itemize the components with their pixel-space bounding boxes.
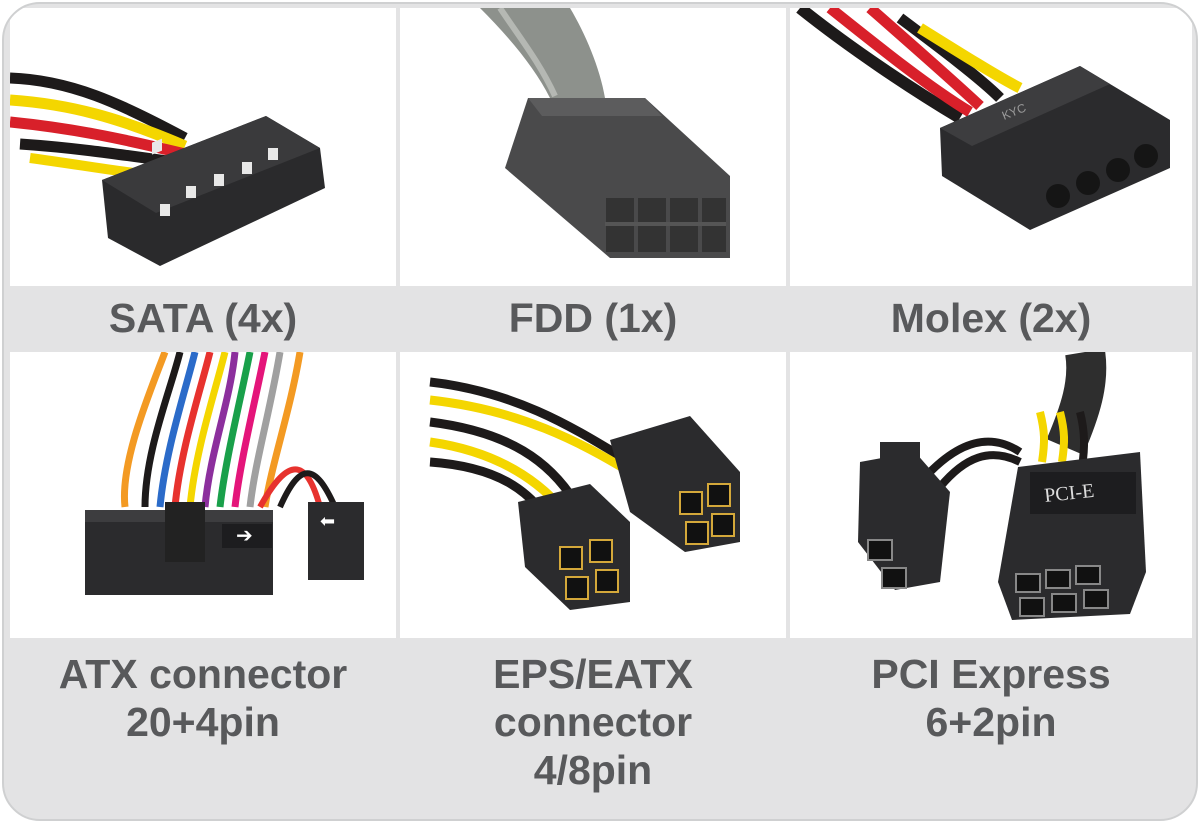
eps-connector-image	[429, 377, 740, 610]
fdd-connector-image	[480, 8, 730, 258]
fdd-photo	[400, 8, 786, 286]
pcie-connector-text: PCI-E	[1043, 480, 1095, 507]
atx-label: ATX connector 20+4pin	[58, 651, 348, 745]
sata-photo	[10, 8, 396, 286]
pcie-connector-image: PCI-E	[858, 352, 1146, 620]
eps-label: EPS/EATX connector 4/8pin	[493, 651, 693, 793]
molex-connector-image: KYC	[796, 8, 1170, 230]
svg-text:⬅: ⬅	[320, 511, 335, 532]
eps-photo	[400, 352, 786, 638]
sata-connector-image	[10, 72, 325, 266]
fdd-label: FDD (1x)	[508, 295, 678, 341]
svg-text:➔: ➔	[236, 523, 253, 547]
molex-photo: KYC	[790, 8, 1192, 286]
atx-photo: ➔ ⬅	[10, 352, 396, 638]
pcie-photo: PCI-E	[790, 352, 1192, 638]
sata-label: SATA (4x)	[108, 295, 298, 341]
molex-label: Molex (2x)	[890, 295, 1092, 341]
pcie-label: PCI Express 6+2pin	[871, 651, 1111, 745]
atx-connector-image: ➔ ⬅	[85, 352, 364, 595]
